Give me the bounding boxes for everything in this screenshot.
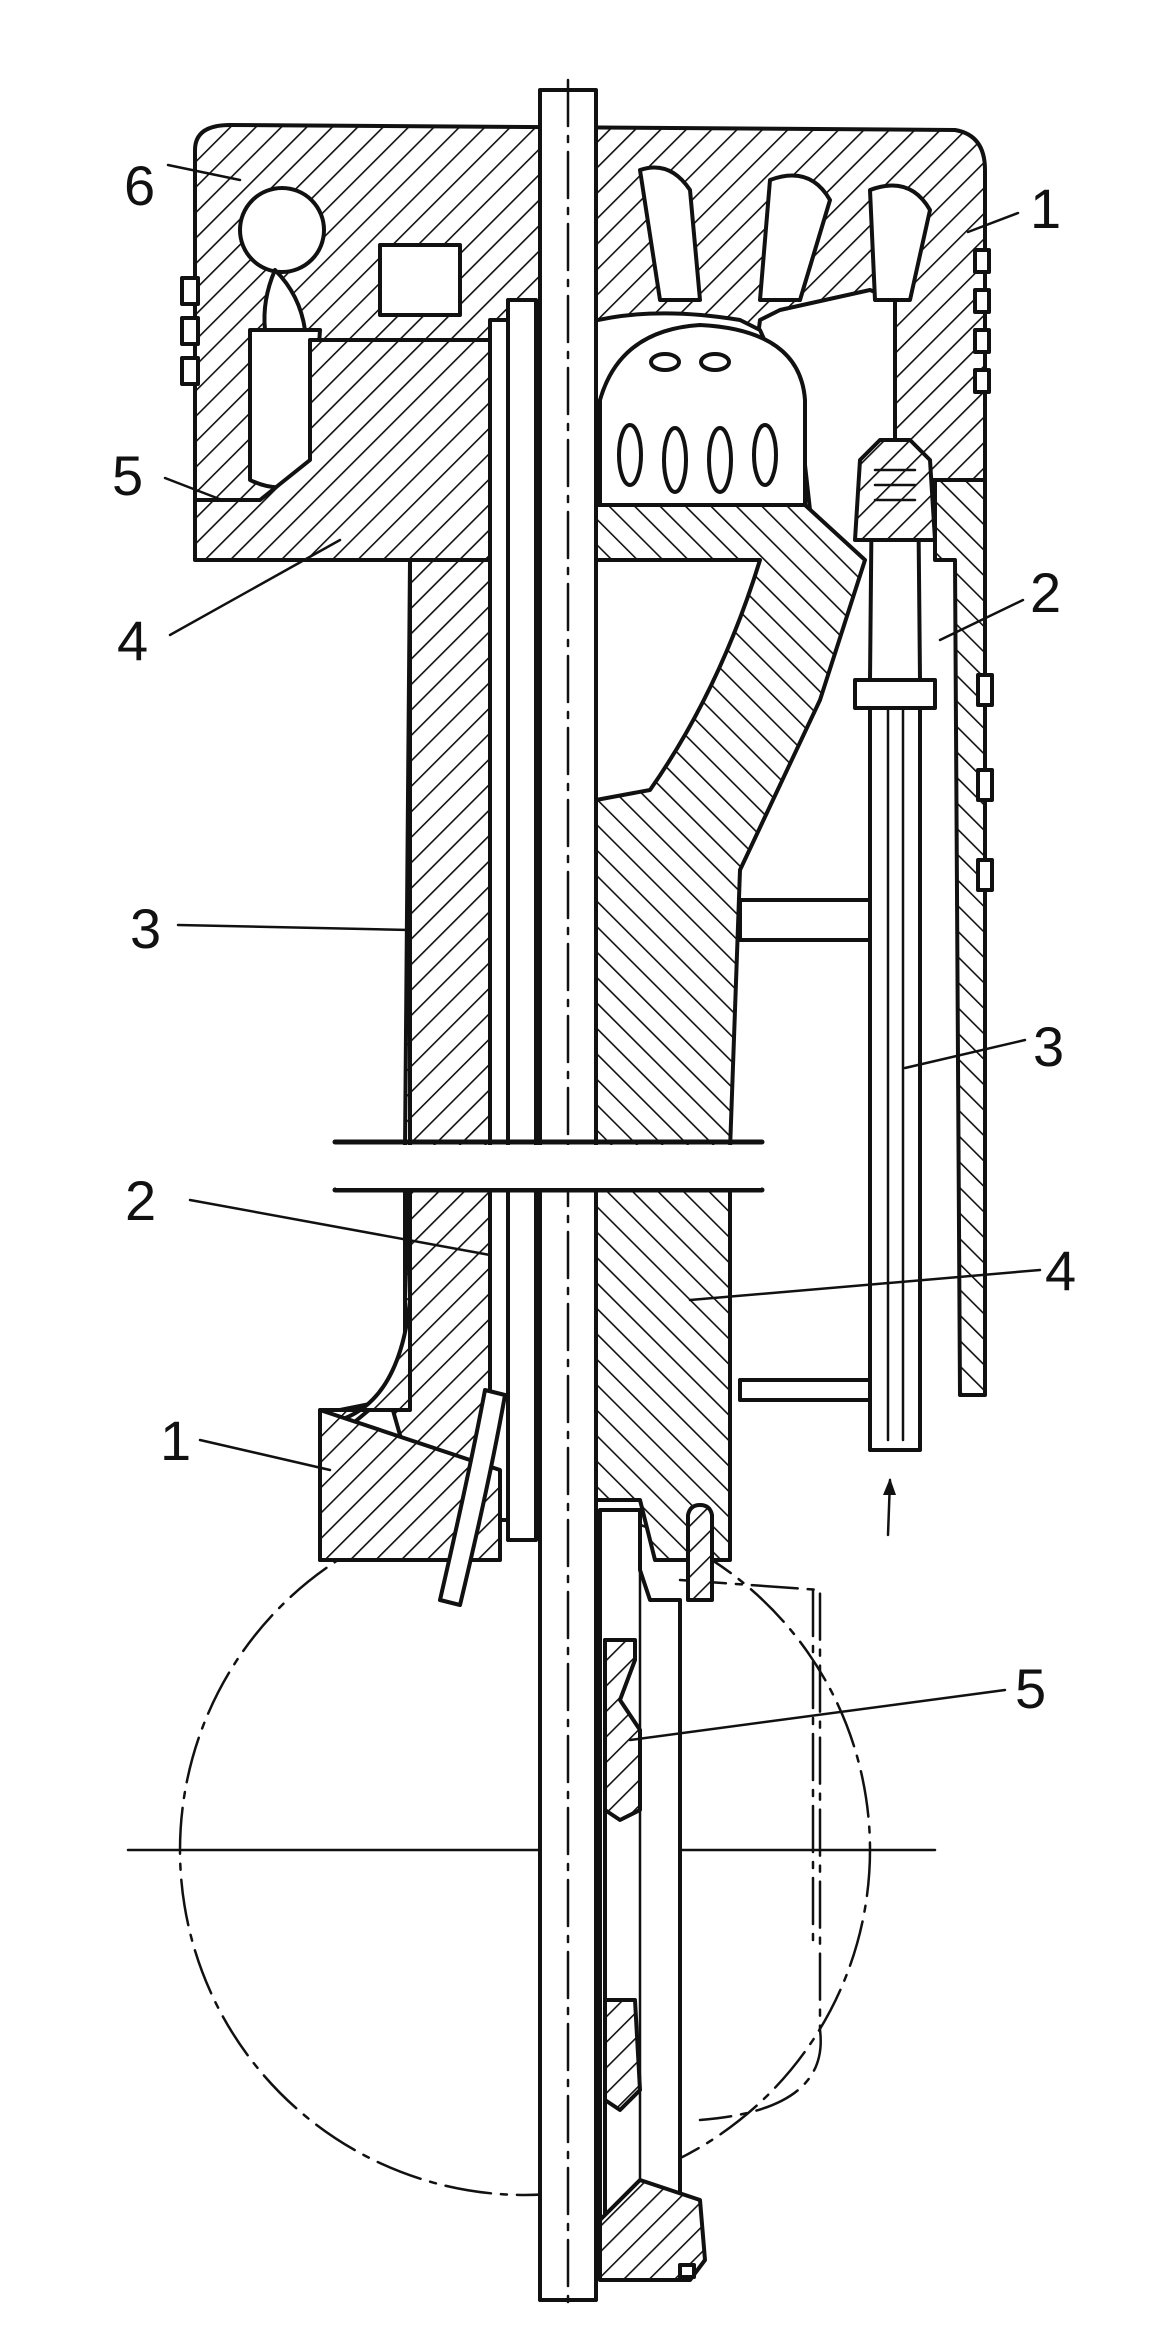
- head-slot-left: [378, 243, 462, 317]
- head-passage-1: [638, 165, 702, 302]
- head-passage-3: [868, 183, 932, 302]
- barrel-fins: [976, 673, 994, 892]
- label-right-4: 4: [1045, 1239, 1076, 1302]
- counterweight: [678, 1578, 822, 2122]
- liner-gap-left: [506, 298, 538, 1542]
- label-left-1: 1: [160, 1409, 191, 1472]
- crank-pin-lower: [603, 1998, 642, 2112]
- label-right-2: 2: [1030, 561, 1061, 624]
- label-left-2: 2: [125, 1169, 156, 1232]
- oil-tube: [438, 1388, 507, 1607]
- precombustion-chamber: [238, 186, 326, 274]
- cylinder-barrel-right: [933, 478, 987, 1397]
- head-fins-left: [180, 276, 200, 386]
- head-passage-2: [758, 173, 832, 302]
- label-left-6: 6: [124, 154, 155, 217]
- chamber-passage: [262, 268, 307, 332]
- guide-base: [738, 1378, 872, 1402]
- guide-tube: [738, 898, 872, 942]
- injector-holes: [617, 352, 778, 494]
- crankcase-column-left: [408, 558, 492, 1152]
- push-rod: [868, 688, 922, 1452]
- piston-cutout: [594, 558, 762, 802]
- connecting-rod-right: [594, 1183, 732, 1562]
- label-left-4: 4: [117, 609, 148, 672]
- labels-left: 6 5 4 3 2 1: [112, 154, 191, 1472]
- valve-head: [853, 438, 937, 542]
- label-right-1: 1: [1030, 177, 1061, 240]
- lower-crankcase-left: [318, 1408, 502, 1562]
- leaders-right: [628, 211, 1042, 1742]
- crank-bolt: [686, 1503, 714, 1602]
- label-left-5: 5: [112, 444, 143, 507]
- label-left-3: 3: [130, 897, 161, 960]
- head-fins-right: [973, 248, 991, 394]
- lower-bracket-left: [318, 1148, 412, 1422]
- label-right-3: 3: [1033, 1015, 1064, 1078]
- leaders-left: [163, 163, 492, 1472]
- crank-web-bottom: [598, 2178, 707, 2282]
- cylinder-liner-left: [488, 318, 510, 1522]
- label-right-5: 5: [1015, 1657, 1046, 1720]
- rod-collar: [853, 678, 937, 710]
- labels-right: 1 2 3 4 5: [1015, 177, 1076, 1720]
